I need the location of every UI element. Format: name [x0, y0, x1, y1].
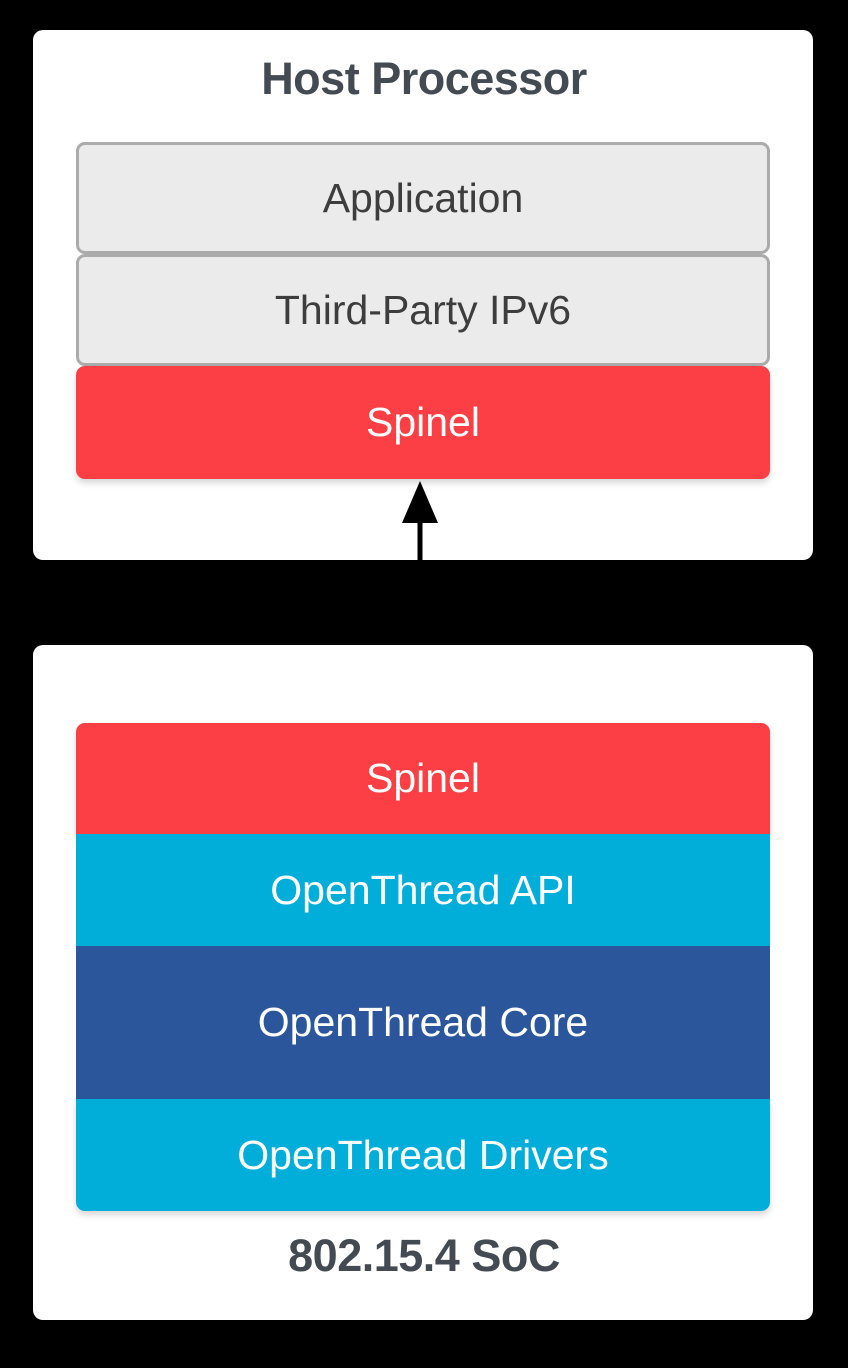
layer-application: Application	[76, 142, 770, 254]
layer-openthread-api: OpenThread API	[76, 834, 770, 946]
soc-title: 802.15.4 SoC	[288, 1230, 560, 1281]
layer-spinel-soc: Spinel	[76, 723, 770, 834]
layer-openthread-drivers: OpenThread Drivers	[76, 1099, 770, 1211]
layer-openthread-core: OpenThread Core	[76, 946, 770, 1099]
layer-third-party-ipv6: Third-Party IPv6	[76, 254, 770, 366]
layer-spinel-host: Spinel	[76, 366, 770, 479]
host-processor-title: Host Processor	[261, 53, 587, 104]
